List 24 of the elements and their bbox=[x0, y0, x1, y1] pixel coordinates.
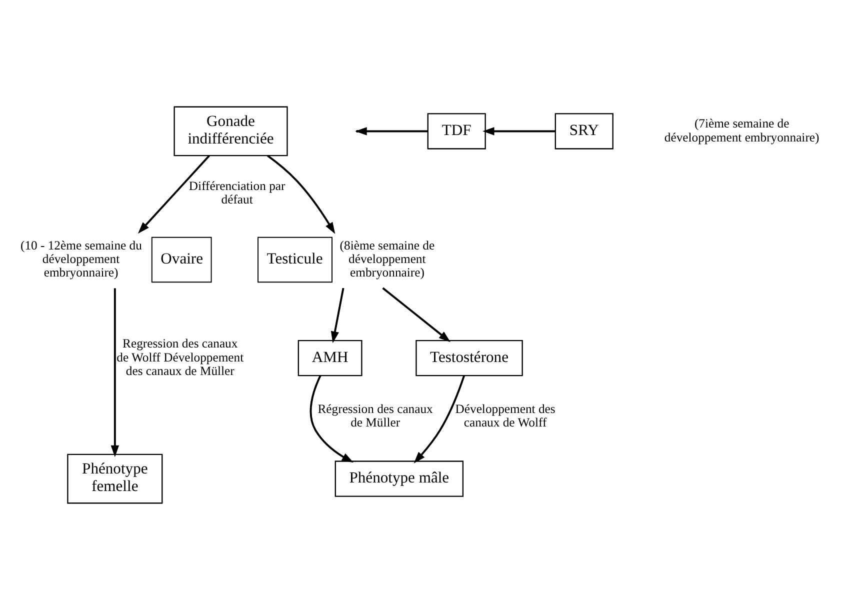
arrow bbox=[138, 155, 210, 234]
node-box: Testostérone bbox=[416, 340, 523, 376]
arrow bbox=[482, 127, 556, 136]
node-box: TDF bbox=[427, 113, 486, 150]
arrow bbox=[266, 154, 336, 234]
node-box: Phénotype femelle bbox=[67, 454, 163, 504]
node-label: (10 - 12ème semaine du développement embryonnaire) bbox=[20, 238, 142, 280]
node-box: Testicule bbox=[258, 236, 332, 283]
node-box: AMH bbox=[298, 340, 362, 376]
arrow bbox=[110, 288, 120, 458]
node-box: Gonade indifférenciée bbox=[174, 106, 288, 156]
node-box: Phénotype mâle bbox=[334, 460, 464, 497]
node-box: SRY bbox=[554, 113, 614, 150]
arrow bbox=[330, 288, 344, 344]
arrow bbox=[382, 287, 450, 342]
edge-label: Regression des canaux de Wolff Développement des canaux de Müller bbox=[116, 336, 244, 378]
arrow bbox=[310, 375, 354, 463]
edge-label: Développement des canaux de Wolff bbox=[455, 402, 556, 430]
edge-label: Régression des canaux de Müller bbox=[318, 402, 433, 430]
node-label: (8ième semaine de développement embryonnaire) bbox=[340, 238, 435, 280]
arrow bbox=[414, 376, 465, 464]
label: (7ième semaine de développement embryonnaire) bbox=[664, 116, 820, 144]
edge-label: Différenciation par défaut bbox=[188, 179, 286, 207]
node-box: Ovaire bbox=[151, 236, 212, 283]
